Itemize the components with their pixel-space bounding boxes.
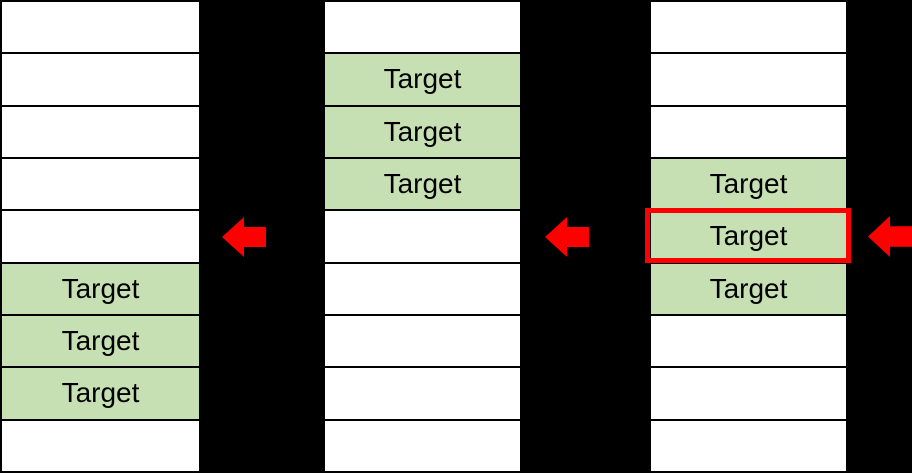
list-cell-left-8 xyxy=(2,420,199,471)
list-cell-left-6: Target xyxy=(2,315,199,369)
list-cell-right-1 xyxy=(651,54,846,107)
list-cell-left-7: Target xyxy=(2,368,199,421)
list-cell-right-3: Target xyxy=(651,158,846,212)
list-cell-middle-8 xyxy=(325,420,520,471)
list-cell-middle-0 xyxy=(325,2,520,55)
list-cell-right-8 xyxy=(651,420,846,471)
list-cell-left-3 xyxy=(2,158,199,212)
list-cell-middle-5 xyxy=(325,263,520,316)
list-cell-left-2 xyxy=(2,106,199,159)
list-cell-left-1 xyxy=(2,54,199,107)
list-cell-right-2 xyxy=(651,106,846,159)
list-cell-middle-7 xyxy=(325,368,520,421)
list-cell-right-7 xyxy=(651,368,846,421)
arrow-right-to-middle-left-arrow-icon xyxy=(545,217,589,257)
list-cell-left-4 xyxy=(2,211,199,264)
list-cell-middle-4 xyxy=(325,211,520,264)
arrow-incoming-right-left-arrow-icon xyxy=(868,216,912,257)
list-cell-left-0 xyxy=(2,2,199,55)
list-cell-right-5: Target xyxy=(651,263,846,316)
arrow-middle-to-left-left-arrow-icon xyxy=(222,217,266,257)
list-cell-middle-2: Target xyxy=(325,106,520,159)
list-cell-left-5: Target xyxy=(2,263,199,316)
list-cell-middle-6 xyxy=(325,315,520,369)
list-cell-right-4: Target xyxy=(651,211,846,264)
list-cell-middle-1: Target xyxy=(325,54,520,107)
list-cell-right-6 xyxy=(651,315,846,369)
list-cell-right-0 xyxy=(651,2,846,55)
list-cell-middle-3: Target xyxy=(325,158,520,212)
